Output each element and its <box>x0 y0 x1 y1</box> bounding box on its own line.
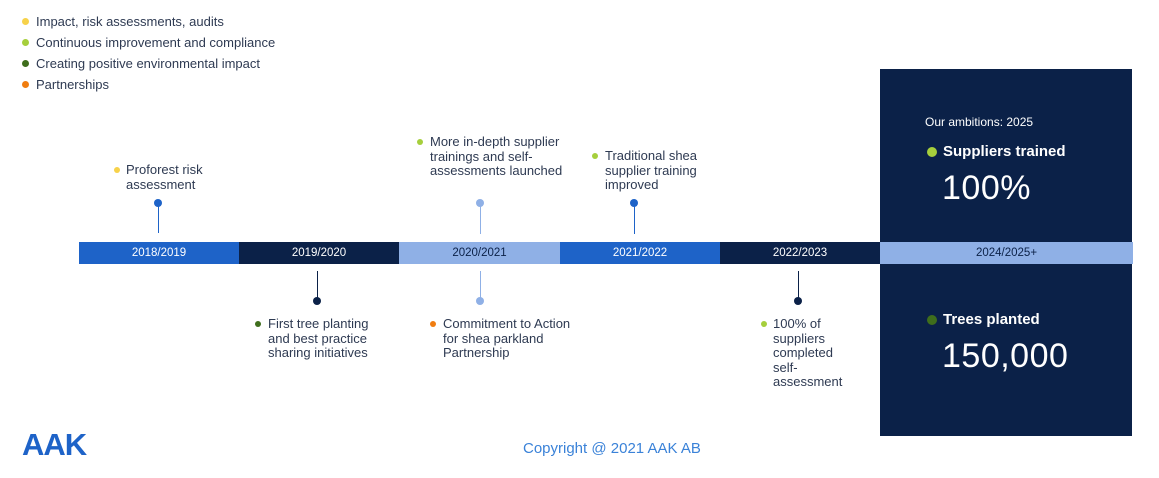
timeline-segment: 2019/2020 <box>239 242 399 264</box>
event-connector <box>317 271 318 300</box>
event-connector <box>480 271 481 300</box>
event-marker-icon <box>476 199 484 207</box>
copyright-text: Copyright @ 2021 AAK AB <box>523 440 701 457</box>
aak-logo: AAK <box>22 427 87 462</box>
event-marker-icon <box>794 297 802 305</box>
category-dot-icon <box>430 321 436 327</box>
legend-label: Partnerships <box>36 77 109 92</box>
legend-label: Impact, risk assessments, audits <box>36 14 224 29</box>
legend-dot-icon <box>22 81 29 88</box>
category-dot-icon <box>114 167 120 173</box>
event-marker-icon <box>313 297 321 305</box>
legend-item-environment: Creating positive environmental impact <box>22 53 275 74</box>
event-text: Commitment to Action for shea parkland P… <box>443 316 571 360</box>
legend-item-partnerships: Partnerships <box>22 74 275 95</box>
category-dot-icon <box>417 139 423 145</box>
timeline-segment: 2020/2021 <box>399 242 560 264</box>
kpi-trees-planted-label: Trees planted <box>927 311 1040 328</box>
category-dot-icon <box>761 321 767 327</box>
legend-dot-icon <box>22 39 29 46</box>
event-connector <box>798 271 799 300</box>
event-text: First tree planting and best practice sh… <box>268 316 369 360</box>
event-connector <box>480 206 481 234</box>
timeline-bar: 2018/2019 2019/2020 2020/2021 2021/2022 … <box>79 242 1133 264</box>
event-text: Proforest risk assessment <box>126 162 203 192</box>
event-text: More in-depth supplier trainings and sel… <box>430 134 563 178</box>
kpi-suppliers-trained-value: 100% <box>942 169 1031 207</box>
event-connector <box>634 206 635 234</box>
kpi-trees-planted-value: 150,000 <box>942 337 1069 375</box>
category-dot-icon <box>592 153 598 159</box>
event-text: 100% of suppliers completed self-assessm… <box>773 316 843 389</box>
legend-label: Continuous improvement and compliance <box>36 35 276 50</box>
legend: Impact, risk assessments, audits Continu… <box>22 11 275 95</box>
legend-label: Creating positive environmental impact <box>36 56 260 71</box>
event-marker-icon <box>476 297 484 305</box>
kpi-dot-icon <box>927 314 937 325</box>
timeline-segment: 2022/2023 <box>720 242 880 264</box>
event-marker-icon <box>154 199 162 207</box>
category-dot-icon <box>255 321 261 327</box>
legend-dot-icon <box>22 60 29 67</box>
timeline-segment: 2021/2022 <box>560 242 720 264</box>
timeline-segment: 2018/2019 <box>79 242 239 264</box>
kpi-suppliers-trained-label: Suppliers trained <box>927 143 1066 160</box>
ambitions-title: Our ambitions: 2025 <box>925 115 1034 129</box>
timeline-segment: 2024/2025+ <box>880 242 1133 264</box>
event-marker-icon <box>630 199 638 207</box>
kpi-label-text: Suppliers trained <box>943 143 1066 160</box>
kpi-label-text: Trees planted <box>943 311 1040 328</box>
event-connector <box>158 205 159 233</box>
event-text: Traditional shea supplier training impro… <box>605 148 698 192</box>
legend-item-improvement: Continuous improvement and compliance <box>22 32 275 53</box>
kpi-dot-icon <box>927 146 937 157</box>
legend-dot-icon <box>22 18 29 25</box>
legend-item-impact: Impact, risk assessments, audits <box>22 11 275 32</box>
